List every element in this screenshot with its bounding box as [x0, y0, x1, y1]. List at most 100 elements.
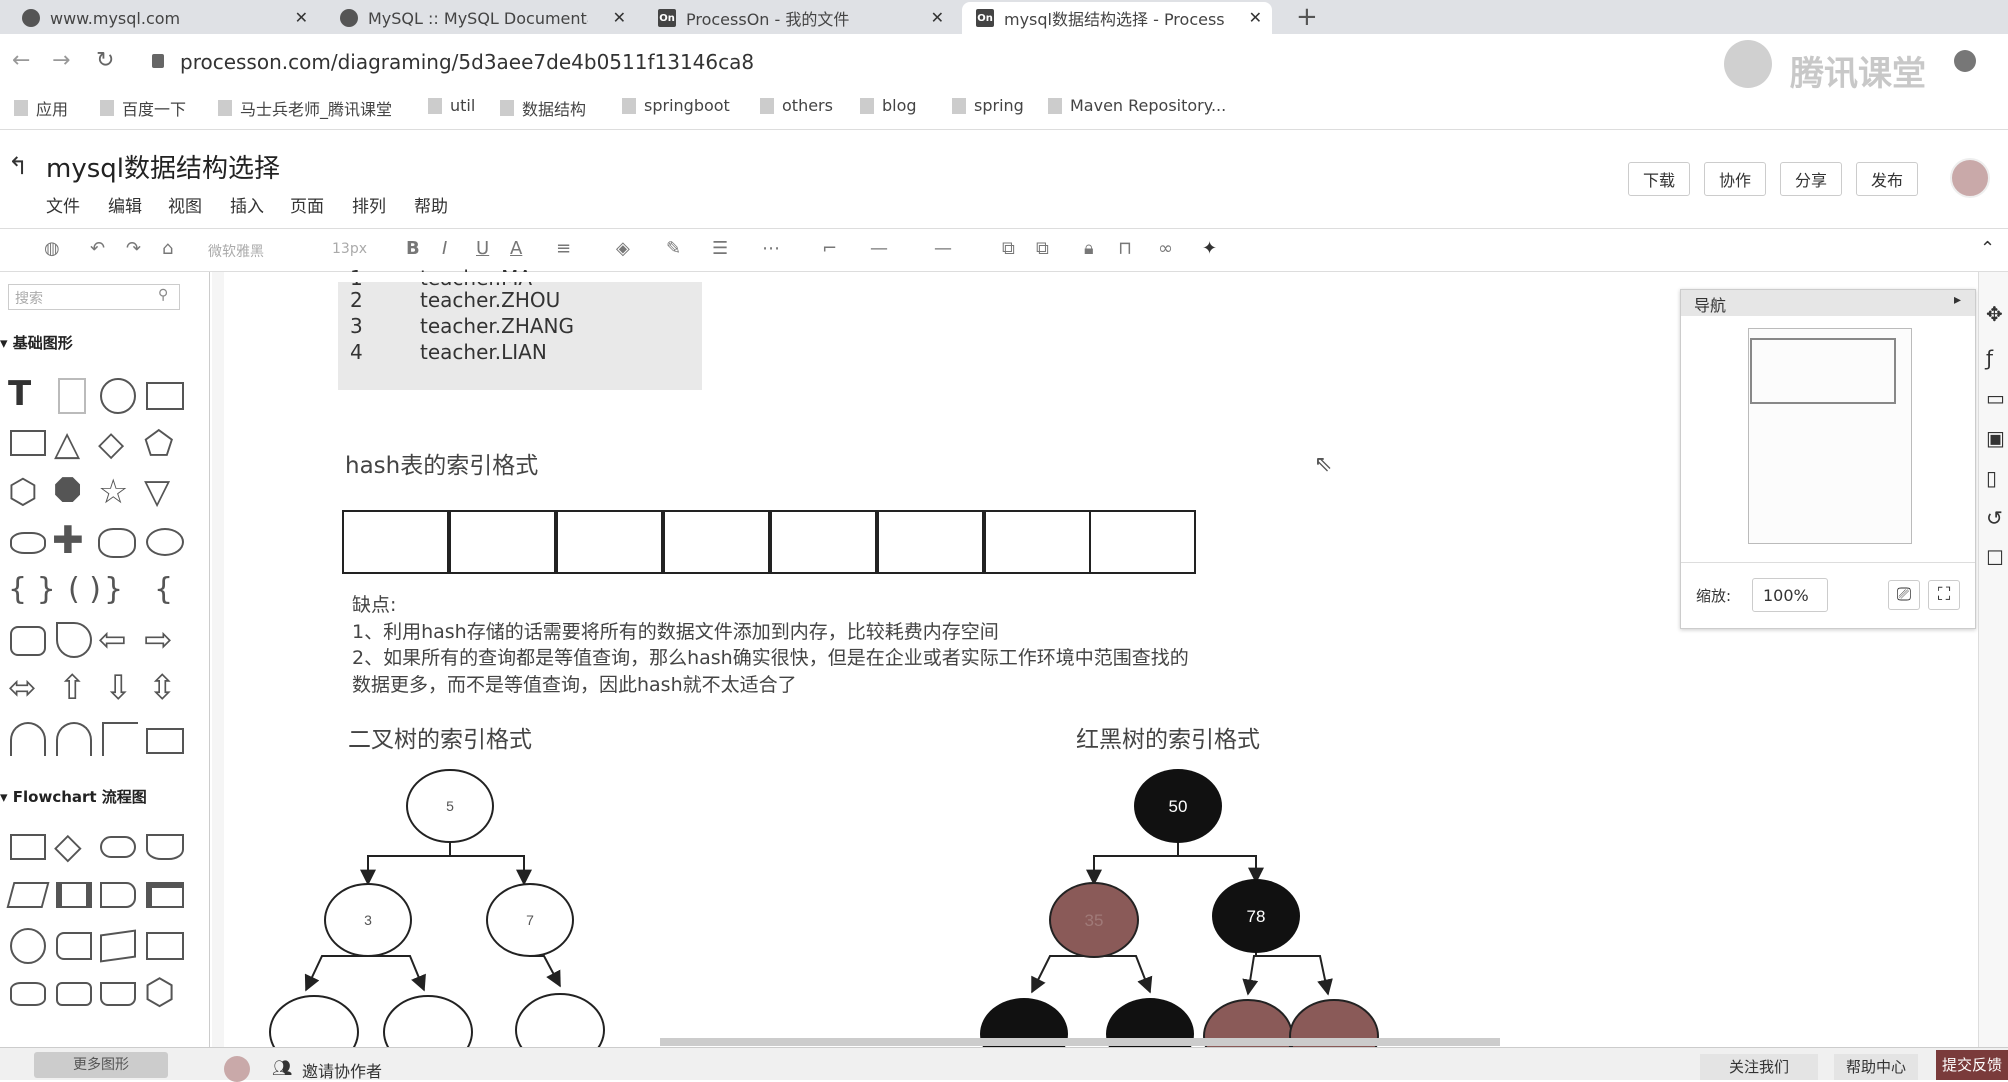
menu-arrange[interactable]: 排列 [352, 197, 386, 217]
double-arrow-shape-icon[interactable]: ⬄ [8, 668, 37, 708]
connector-icon[interactable]: ⌐ [822, 238, 838, 259]
hash-title[interactable]: hash表的索引格式 [345, 453, 539, 479]
down-arrow-shape-icon[interactable]: ⇩ [104, 668, 133, 708]
rbt-node-black[interactable] [1134, 769, 1222, 843]
navigator-icon[interactable]: ✥ [1986, 302, 2003, 326]
follow-button[interactable]: 关注我们 [1700, 1054, 1818, 1080]
manual-input-shape-icon[interactable] [100, 929, 136, 963]
tab-mysql-docs[interactable]: MySQL :: MySQL Documentati ✕ [326, 2, 636, 34]
tape-shape-icon[interactable] [10, 982, 46, 1006]
arch2-shape-icon[interactable] [56, 722, 92, 756]
diamond-shape-icon[interactable]: ◇ [98, 424, 125, 464]
history-icon[interactable]: ↺ [1986, 506, 2003, 530]
bst-node[interactable] [383, 995, 473, 1047]
hash-cell[interactable] [449, 510, 556, 574]
bookmark-apps[interactable]: 应用 [14, 96, 68, 120]
search-icon[interactable]: ⚲ [158, 287, 169, 303]
internal-storage-shape-icon[interactable] [146, 882, 184, 908]
bst-node[interactable] [269, 995, 359, 1047]
menu-help[interactable]: 帮助 [414, 197, 448, 217]
bst-node[interactable] [406, 769, 494, 843]
feedback-button[interactable]: 提交反馈 [1936, 1050, 2008, 1080]
stored-data-shape-icon[interactable] [100, 882, 136, 908]
bring-front-icon[interactable]: ⧉ [1002, 238, 1015, 259]
delay-shape-icon[interactable] [56, 622, 92, 658]
rbt-node-red[interactable] [1049, 882, 1139, 958]
manual-op-shape-icon[interactable] [100, 982, 136, 1006]
format-painter-icon[interactable]: ⌂ [162, 238, 174, 259]
rect-shape-icon[interactable] [146, 382, 184, 410]
file-icon[interactable]: ▯ [1986, 466, 1998, 490]
octagon-shape-icon[interactable]: ⯃ [54, 472, 82, 512]
zoom-input[interactable]: 100% [1752, 578, 1828, 612]
reload-icon[interactable]: ↻ [96, 48, 115, 73]
bookmark-spring[interactable]: spring [952, 96, 1024, 115]
triangle-shape-icon[interactable]: △ [54, 424, 81, 464]
lock-icon[interactable]: 🔒︎ [1084, 238, 1094, 259]
teacher-table[interactable] [338, 272, 702, 390]
menu-insert[interactable]: 插入 [230, 197, 264, 217]
redo-icon[interactable]: ↷ [126, 238, 142, 259]
present-icon[interactable]: ⎚ [1888, 580, 1920, 610]
align-icon[interactable]: ≡ [556, 238, 572, 259]
tab-mysql[interactable]: www.mysql.com ✕ [8, 2, 318, 34]
card2-shape-icon[interactable] [146, 932, 184, 960]
section-basic-shapes[interactable]: ▾ 基础图形 [0, 334, 73, 352]
nav-minimap[interactable] [1748, 328, 1912, 544]
brace-left-icon[interactable]: { } [8, 572, 56, 607]
nav-collapse-icon[interactable]: ▸ [1954, 292, 1962, 308]
canvas-scrollbar[interactable] [212, 272, 224, 1047]
hash-cell[interactable] [556, 510, 663, 574]
terminator-shape-icon[interactable] [100, 836, 136, 858]
rbt-node-black[interactable] [980, 998, 1068, 1047]
menu-file[interactable]: 文件 [46, 197, 80, 217]
rbt-title[interactable]: 红黑树的索引格式 [1076, 727, 1260, 753]
data-shape-icon[interactable] [6, 882, 50, 908]
download-button[interactable]: 下载 [1628, 162, 1690, 196]
hash-cell[interactable] [1089, 510, 1196, 574]
cross-shape-icon[interactable]: ✚ [52, 518, 84, 562]
brace-single-icon[interactable]: { [154, 572, 174, 607]
line-style-icon[interactable]: ⋯ [762, 238, 780, 259]
diagram-title[interactable]: mysql数据结构选择 [46, 154, 280, 184]
bold-icon[interactable]: B [406, 238, 420, 259]
horizontal-scrollbar[interactable] [660, 1038, 1500, 1046]
collapse-icon[interactable]: ⌃ [1980, 238, 1996, 259]
updown-arrow-shape-icon[interactable]: ⇳ [148, 668, 177, 708]
url-field[interactable]: processon.com/diagraming/5d3aee7de4b0511… [180, 50, 755, 74]
bookmark-others[interactable]: others [760, 96, 833, 115]
new-tab-button[interactable]: + [1296, 2, 1318, 32]
unlock-icon[interactable]: ⊓ [1118, 238, 1133, 259]
rbt-node-red[interactable] [1289, 999, 1379, 1047]
arch-shape-icon[interactable] [10, 722, 46, 756]
prep-shape-icon[interactable] [56, 982, 92, 1006]
rbt-node-black[interactable] [1106, 998, 1194, 1047]
italic-icon[interactable]: I [442, 238, 448, 259]
tree-diagrams[interactable]: 5 3 7 50 35 78 [224, 760, 1678, 1047]
back-arrow-icon[interactable]: ↰ [8, 152, 29, 180]
invite-button[interactable]: 邀请协作者 [302, 1062, 383, 1081]
left-arrow-shape-icon[interactable]: ⇦ [98, 620, 127, 660]
hash-cell[interactable] [877, 510, 984, 574]
forward-icon[interactable]: → [52, 48, 71, 73]
wave-shape-icon[interactable] [10, 532, 46, 554]
font-size-select[interactable]: 13px [332, 241, 367, 257]
avatar[interactable] [1950, 158, 1990, 198]
menu-view[interactable]: 视图 [168, 197, 202, 217]
end-arrow-icon[interactable]: — [934, 238, 952, 259]
publish-button[interactable]: 发布 [1856, 162, 1918, 196]
card-shape-icon[interactable] [10, 626, 46, 656]
predefined-shape-icon[interactable] [56, 882, 92, 908]
brace-right-icon[interactable]: } [104, 572, 124, 607]
close-icon[interactable]: ✕ [930, 8, 944, 27]
bookmark-msb[interactable]: 马士兵老师_腾讯课堂 [218, 96, 392, 120]
bst-title[interactable]: 二叉树的索引格式 [348, 727, 532, 753]
cloud-shape-icon[interactable] [98, 528, 136, 558]
nav-viewport[interactable] [1750, 338, 1896, 404]
star-shape-icon[interactable]: ☆ [98, 472, 129, 512]
hash-cell[interactable] [663, 510, 770, 574]
profile-icon[interactable] [1954, 50, 1976, 72]
tab-processon-files[interactable]: On ProcessOn - 我的文件 ✕ [644, 2, 954, 34]
pentagon-shape-icon[interactable]: ⬠ [144, 424, 174, 464]
close-icon[interactable]: ✕ [612, 8, 626, 27]
